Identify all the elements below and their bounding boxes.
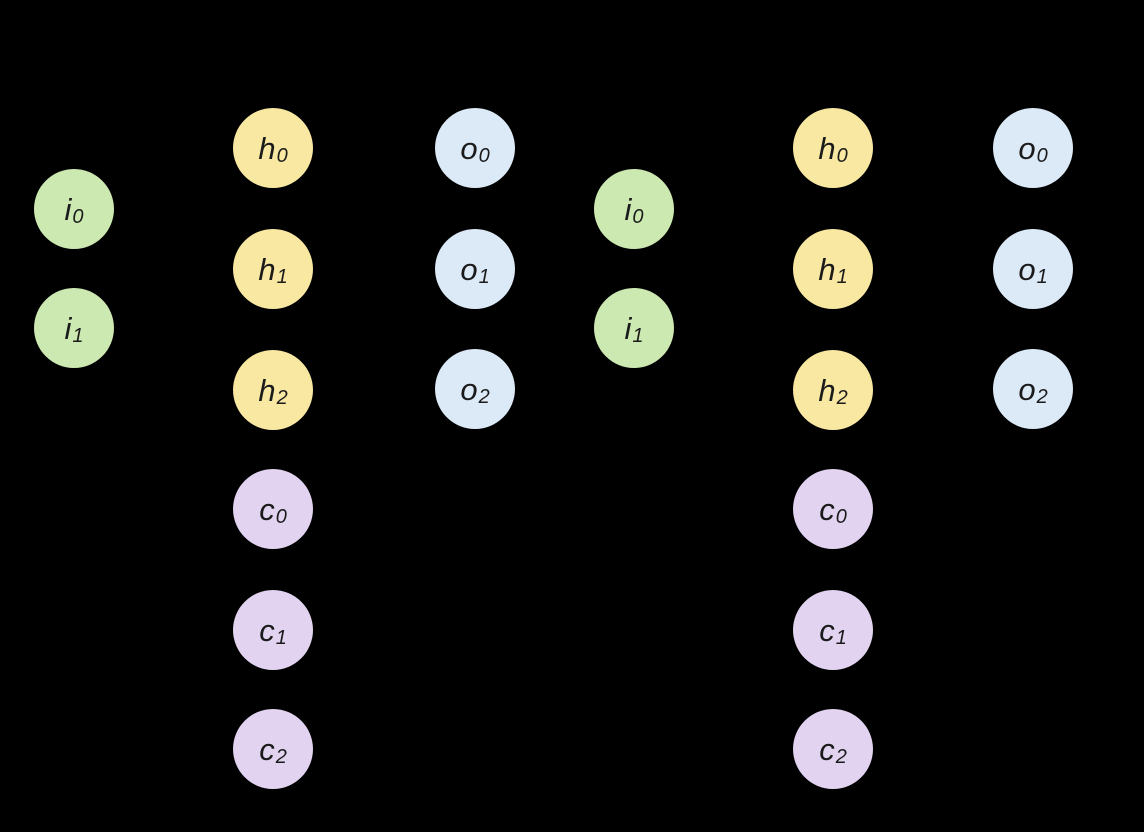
- net1-node-o1: o 1: [435, 229, 515, 309]
- node-letter: c: [819, 491, 835, 527]
- node-letter: h: [818, 372, 836, 408]
- net2-node-c2: c 2: [793, 709, 873, 789]
- net2-node-c1: c 1: [793, 590, 873, 670]
- net1-node-h0: h 0: [233, 108, 313, 188]
- net1-node-o0: o 0: [435, 108, 515, 188]
- net1-node-h2: h 2: [233, 350, 313, 430]
- node-subscript: 1: [275, 627, 287, 649]
- node-subscript: 0: [632, 206, 644, 228]
- node-subscript: 0: [478, 145, 490, 167]
- node-letter: o: [1018, 130, 1036, 166]
- node-letter: h: [258, 372, 276, 408]
- node-letter: o: [1018, 371, 1036, 407]
- node-letter: o: [1018, 251, 1036, 287]
- net1-node-c2: c 2: [233, 709, 313, 789]
- node-letter: h: [818, 251, 836, 287]
- node-letter: c: [259, 491, 275, 527]
- node-letter: o: [460, 251, 478, 287]
- net1-node-c1: c 1: [233, 590, 313, 670]
- node-letter: h: [258, 130, 276, 166]
- node-letter: h: [818, 130, 836, 166]
- net1-node-i0: i 0: [34, 169, 114, 249]
- node-subscript: 0: [276, 145, 288, 167]
- net1-node-i1: i 1: [34, 288, 114, 368]
- net2-node-h0: h 0: [793, 108, 873, 188]
- node-subscript: 1: [276, 266, 288, 288]
- node-letter: c: [259, 731, 275, 767]
- node-letter: i: [64, 191, 72, 227]
- net1-node-c0: c 0: [233, 469, 313, 549]
- node-subscript: 2: [835, 746, 847, 768]
- node-subscript: 1: [1036, 266, 1048, 288]
- net2-node-i1: i 1: [594, 288, 674, 368]
- node-subscript: 0: [835, 506, 847, 528]
- node-subscript: 0: [275, 506, 287, 528]
- node-letter: o: [460, 371, 478, 407]
- net2-node-c0: c 0: [793, 469, 873, 549]
- net2-node-o1: o 1: [993, 229, 1073, 309]
- node-letter: i: [624, 191, 632, 227]
- node-subscript: 2: [276, 387, 288, 409]
- net2-node-o2: o 2: [993, 349, 1073, 429]
- node-subscript: 1: [835, 627, 847, 649]
- node-subscript: 0: [72, 206, 84, 228]
- node-subscript: 2: [275, 746, 287, 768]
- net2-node-i0: i 0: [594, 169, 674, 249]
- node-subscript: 1: [632, 325, 644, 347]
- node-letter: c: [819, 612, 835, 648]
- node-subscript: 1: [836, 266, 848, 288]
- node-letter: c: [259, 612, 275, 648]
- node-subscript: 0: [836, 145, 848, 167]
- node-subscript: 2: [836, 387, 848, 409]
- node-letter: c: [819, 731, 835, 767]
- net1-node-o2: o 2: [435, 349, 515, 429]
- net2-node-h1: h 1: [793, 229, 873, 309]
- node-letter: o: [460, 130, 478, 166]
- node-subscript: 1: [478, 266, 490, 288]
- node-subscript: 1: [72, 325, 84, 347]
- net2-node-o0: o 0: [993, 108, 1073, 188]
- net2-node-h2: h 2: [793, 350, 873, 430]
- net1-node-h1: h 1: [233, 229, 313, 309]
- node-subscript: 2: [1036, 386, 1048, 408]
- node-letter: i: [624, 310, 632, 346]
- node-letter: i: [64, 310, 72, 346]
- node-subscript: 2: [478, 386, 490, 408]
- node-letter: h: [258, 251, 276, 287]
- node-subscript: 0: [1036, 145, 1048, 167]
